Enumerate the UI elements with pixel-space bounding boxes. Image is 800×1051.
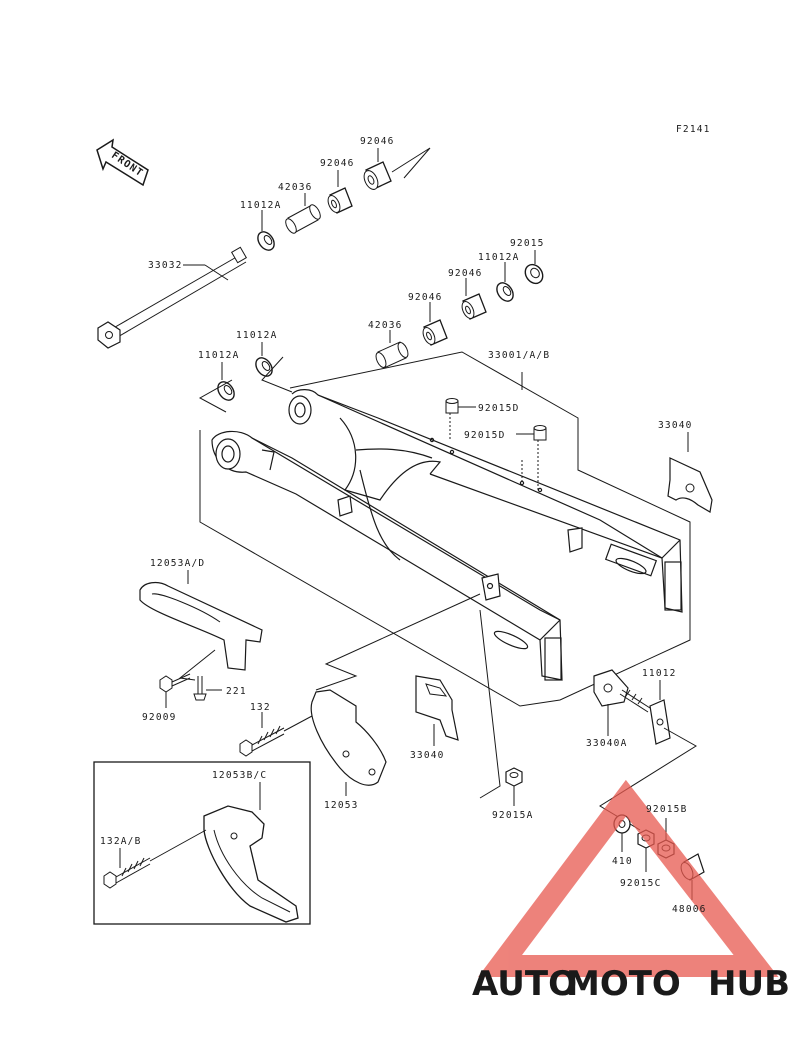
front-arrow-icon <box>96 138 149 187</box>
label-48006: 48006 <box>672 904 707 915</box>
sleeve-42036-top-icon <box>285 204 321 234</box>
label-42036-right: 42036 <box>368 320 403 331</box>
bolt-132ab-icon <box>103 857 151 889</box>
label-33001: 33001/A/B <box>488 350 550 361</box>
chain-adjuster-33040-center-icon <box>415 675 459 741</box>
label-92015c: 92015C <box>620 878 662 889</box>
watermark-hub: HUB <box>708 964 790 1004</box>
axle-shaft-line <box>109 254 241 331</box>
label-92015d-2: 92015D <box>464 430 506 441</box>
label-410: 410 <box>612 856 633 867</box>
block-11012-icon <box>649 699 671 745</box>
sleeve-42036-right-icon <box>375 341 409 369</box>
axle-nut-icon <box>97 321 121 349</box>
bolt-132-icon <box>239 725 285 757</box>
label-132: 132 <box>250 702 271 713</box>
bolt-92009-icon <box>159 673 191 693</box>
bearing-92046-r2-icon <box>422 319 448 346</box>
bearing-92046-top-icon <box>363 161 392 190</box>
label-33040-right: 33040 <box>658 420 693 431</box>
cover-12053-icon <box>310 689 387 786</box>
screw-221-icon <box>193 676 207 701</box>
label-12053bc: 12053B/C <box>212 770 267 781</box>
watermark-auto: AUTO <box>472 964 577 1004</box>
label-92046-top: 92046 <box>360 136 395 147</box>
watermark-moto: MOTO <box>566 964 681 1004</box>
label-92015a: 92015A <box>492 810 534 821</box>
cap-92015-icon <box>524 263 544 285</box>
nut-92015a-icon <box>505 767 523 787</box>
chain-guard-12053ad-icon <box>139 581 263 671</box>
label-92015b: 92015B <box>646 804 688 815</box>
pin-92015d-2-icon <box>533 425 547 441</box>
label-92046-r2: 92046 <box>408 292 443 303</box>
label-92009: 92009 <box>142 712 177 723</box>
chain-adjuster-33040-right-icon <box>667 457 713 513</box>
label-11012a-right: 11012A <box>478 252 520 263</box>
label-12053: 12053 <box>324 800 359 811</box>
label-33040-center: 33040 <box>410 750 445 761</box>
chain-guard-12053bc-icon <box>203 805 299 923</box>
pin-92015d-1-icon <box>445 398 459 414</box>
label-132ab: 132A/B <box>100 836 142 847</box>
label-11012a-l1: 11012A <box>198 350 240 361</box>
label-42036-top: 42036 <box>278 182 313 193</box>
label-92046-r1: 92046 <box>448 268 483 279</box>
seal-11012a-l1-icon <box>217 381 235 401</box>
bearing-92046-r1-icon <box>461 293 487 320</box>
label-11012a-top: 11012A <box>240 200 282 211</box>
seal-11012a-right-icon <box>496 282 514 302</box>
seal-11012a-top-icon <box>257 231 275 251</box>
label-92015-right: 92015 <box>510 238 545 249</box>
label-92015d-1: 92015D <box>478 403 520 414</box>
label-11012: 11012 <box>642 668 677 679</box>
watermark-logo <box>478 779 779 977</box>
swingarm-33001-icon <box>211 389 683 681</box>
label-11012a-l2: 11012A <box>236 330 278 341</box>
chain-adjuster-33040a-icon <box>593 669 651 713</box>
figure-code: F2141 <box>676 124 711 135</box>
label-33040a: 33040A <box>586 738 628 749</box>
inset-frame <box>93 761 311 925</box>
label-12053ad: 12053A/D <box>150 558 205 569</box>
label-221: 221 <box>226 686 247 697</box>
seal-11012a-l2-icon <box>255 357 273 377</box>
label-92046-mid: 92046 <box>320 158 355 169</box>
bearing-92046-mid-icon <box>327 187 353 214</box>
label-33032: 33032 <box>148 260 183 271</box>
